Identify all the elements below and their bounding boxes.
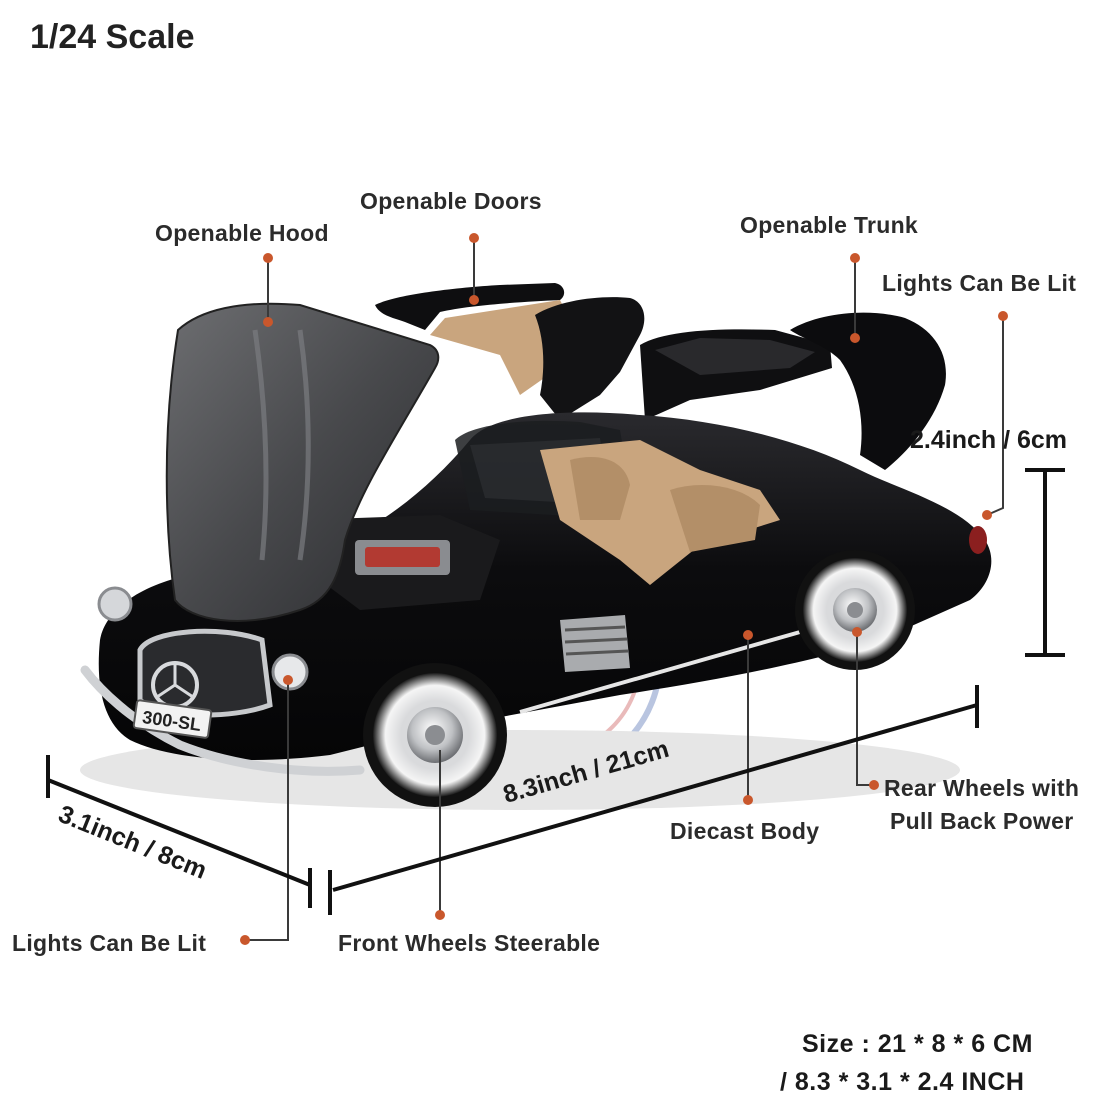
label-rear-lights: Lights Can Be Lit bbox=[882, 270, 1077, 296]
size-spec-line1: Size : 21 * 8 * 6 CM bbox=[802, 1030, 1033, 1058]
label-openable-hood: Openable Hood bbox=[155, 220, 329, 246]
rear-wheel bbox=[795, 550, 915, 670]
label-openable-trunk: Openable Trunk bbox=[740, 212, 919, 238]
license-plate bbox=[132, 699, 213, 739]
label-front-lights: Lights Can Be Lit bbox=[12, 930, 207, 956]
dimension-height-label: 2.4inch / 6cm bbox=[910, 426, 1068, 454]
callout-dots bbox=[240, 233, 1008, 945]
callout-lines bbox=[248, 238, 1004, 941]
scale-title: 1/24 Scale bbox=[30, 18, 195, 56]
front-wheel bbox=[363, 663, 507, 807]
label-diecast-body: Diecast Body bbox=[670, 818, 820, 844]
right-headlight bbox=[271, 653, 309, 691]
dimension-lines bbox=[46, 468, 1065, 915]
label-front-wheels: Front Wheels Steerable bbox=[338, 930, 601, 956]
open-hood bbox=[165, 302, 440, 622]
label-rear-wheels-2: Pull Back Power bbox=[890, 808, 1074, 834]
size-spec-line2: / 8.3 * 3.1 * 2.4 INCH bbox=[780, 1068, 1025, 1096]
gullwing-doors bbox=[375, 283, 832, 420]
trunk-lid bbox=[790, 312, 946, 470]
rear-light bbox=[969, 526, 987, 554]
label-openable-doors: Openable Doors bbox=[360, 188, 542, 214]
car-body: 300-SL bbox=[80, 412, 992, 776]
label-rear-wheels-1: Rear Wheels with bbox=[884, 775, 1080, 801]
left-headlight bbox=[97, 586, 133, 622]
